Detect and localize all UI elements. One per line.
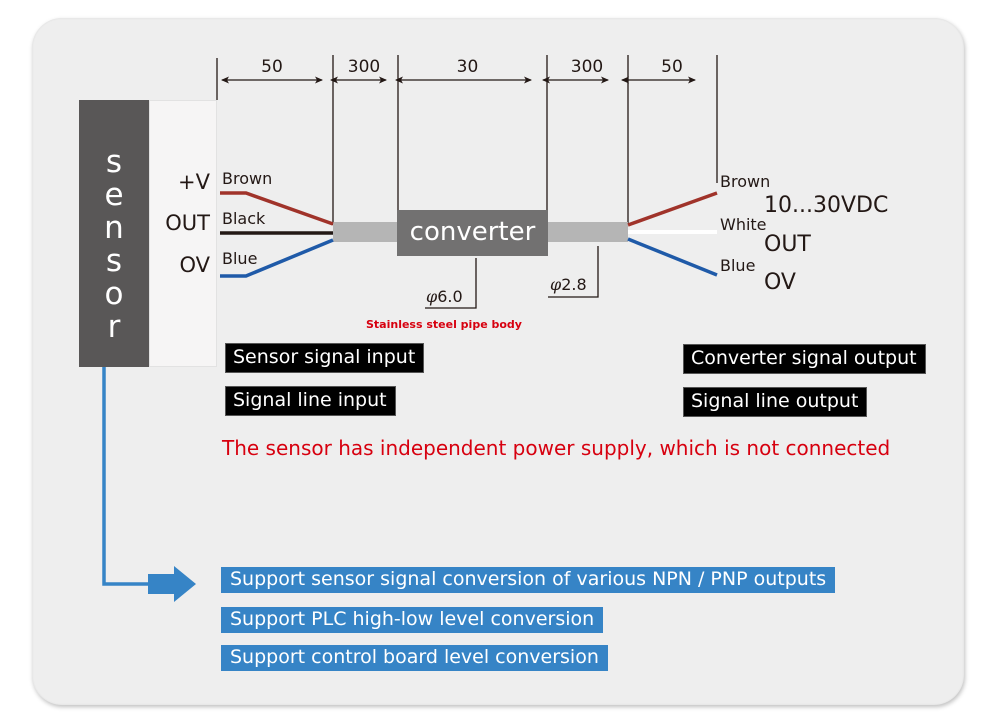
phi-symbol: φ: [426, 287, 438, 306]
brown-input-wire: [220, 191, 334, 226]
signal-line-output-label: Signal line output: [683, 387, 868, 417]
diameter-value: 6.0: [437, 287, 463, 306]
feature-item: Support PLC high-low level conversion: [221, 607, 604, 633]
diameter-body-label: φ6.0: [426, 287, 463, 306]
sensor-letter: r: [107, 309, 121, 345]
wire-label-black: Black: [222, 209, 266, 228]
converter-body: converter: [397, 210, 548, 256]
output-signal-ov: OV: [764, 270, 796, 295]
input-cable: [333, 222, 398, 242]
sensor-letter: s: [105, 144, 123, 180]
output-wire-label-white: White: [720, 215, 767, 234]
brown-output-wire: [627, 191, 718, 227]
phi-symbol: φ: [550, 275, 562, 294]
output-signal-out: OUT: [764, 232, 811, 257]
dimension-label: 50: [261, 57, 283, 77]
pin-plus-v: +V: [178, 170, 210, 194]
phi6-leader: [425, 258, 477, 309]
signal-line-input-label: Signal line input: [225, 386, 396, 416]
blue-input-wire: [220, 238, 334, 278]
phi28-leader: [548, 246, 599, 298]
output-cable: [547, 222, 628, 242]
output-signal-power: 10...30VDC: [764, 193, 889, 218]
pin-out: OUT: [165, 211, 210, 235]
pin-ov: OV: [179, 253, 210, 277]
blue-output-wire: [627, 237, 718, 277]
sensor-title: s e n s o r: [79, 146, 149, 344]
sensor-letter: s: [105, 243, 123, 279]
sensor-signal-input-label: Sensor signal input: [225, 343, 425, 373]
dimension-label: 300: [570, 57, 604, 77]
feature-item: Support sensor signal conversion of vari…: [221, 567, 836, 593]
output-wire-label-brown: Brown: [720, 172, 771, 191]
body-note: Stainless steel pipe body: [366, 318, 522, 331]
diameter-cable-label: φ2.8: [550, 275, 587, 294]
feature-connector-line: [102, 367, 150, 586]
feature-arrow-icon: [148, 566, 196, 602]
dimension-label: 300: [347, 57, 381, 77]
feature-item: Support control board level conversion: [221, 645, 608, 671]
sensor-letter: n: [104, 210, 124, 246]
diameter-value: 2.8: [561, 275, 587, 294]
sensor-letter: o: [104, 276, 124, 312]
dimension-label: 50: [661, 57, 683, 77]
sensor-letter: e: [104, 177, 124, 213]
dimension-label: 30: [456, 57, 479, 77]
wire-label-brown: Brown: [222, 169, 273, 188]
converter-signal-output-label: Converter signal output: [683, 344, 926, 374]
sensor-body: [79, 100, 149, 367]
sensor-terminal-face: [149, 100, 217, 367]
output-wire-label-blue: Blue: [720, 256, 756, 275]
power-supply-note: The sensor has independent power supply,…: [222, 436, 891, 460]
wire-label-blue: Blue: [222, 249, 258, 268]
